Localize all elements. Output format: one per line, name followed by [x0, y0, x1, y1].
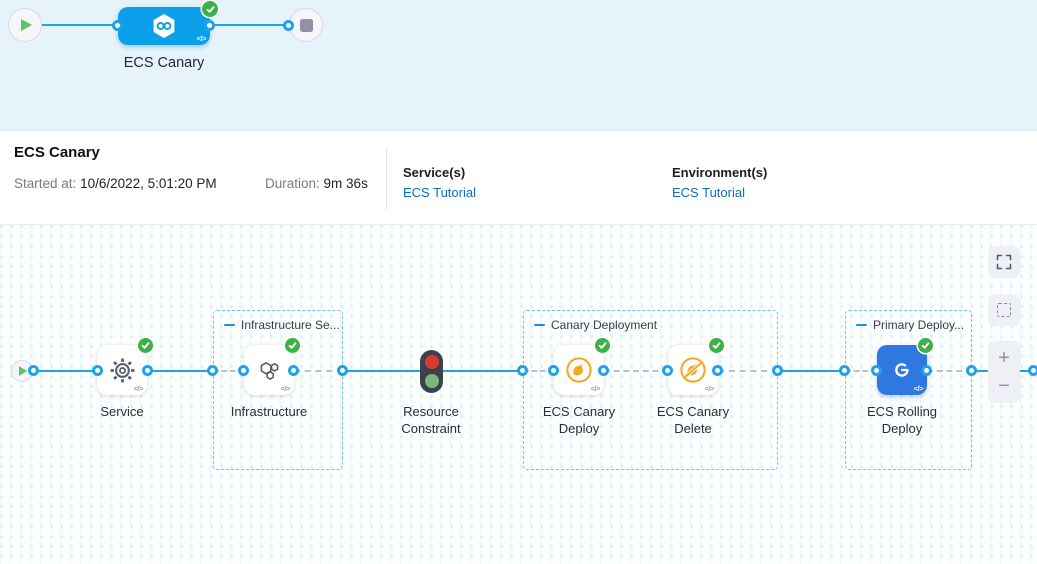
- zoom-controls: + −: [988, 341, 1020, 403]
- duration-label: Duration:: [265, 176, 320, 191]
- group-title-label: Infrastructure Se...: [241, 318, 340, 332]
- connector-point: [112, 20, 123, 31]
- connector-point: [871, 365, 882, 376]
- edge-line: [443, 370, 523, 372]
- node-ecs-canary-deploy[interactable]: </>: [554, 345, 604, 395]
- node-label: Resource Constraint: [386, 403, 476, 437]
- infrastructure-icon: [256, 357, 283, 384]
- connector-point: [921, 365, 932, 376]
- harness-pipeline-icon: [149, 11, 179, 41]
- code-view-icon: </>: [914, 384, 923, 393]
- started-at-label: Started at:: [14, 176, 76, 191]
- node-ecs-rolling-deploy[interactable]: </>: [877, 345, 927, 395]
- connector-point: [288, 365, 299, 376]
- success-badge-icon: [202, 1, 218, 17]
- node-label: ECS Canary Deploy: [534, 403, 624, 437]
- green-light-icon: [425, 374, 439, 388]
- collapse-group-icon[interactable]: [856, 324, 867, 327]
- connector-point: [662, 365, 673, 376]
- connector-point: [772, 365, 783, 376]
- connector-point: [337, 365, 348, 376]
- execution-title: ECS Canary: [14, 144, 100, 161]
- canary-delete-icon: [679, 356, 707, 384]
- ecs-rolling-icon: [889, 357, 915, 383]
- fullscreen-button[interactable]: [988, 246, 1020, 278]
- play-icon: [21, 19, 32, 31]
- connector-point: [204, 20, 215, 31]
- connector-point: [598, 365, 609, 376]
- zoom-out-button[interactable]: −: [988, 376, 1020, 396]
- services-link[interactable]: ECS Tutorial: [403, 185, 476, 200]
- connector-point: [517, 365, 528, 376]
- code-view-icon: </>: [281, 384, 290, 393]
- started-at-value: 10/6/2022, 5:01:20 PM: [80, 176, 217, 191]
- edge-line: [42, 24, 118, 26]
- edge-line: [343, 370, 421, 372]
- stage-graph-strip: </> ECS Canary: [0, 0, 1037, 131]
- connector-point: [283, 20, 294, 31]
- success-badge-icon: [595, 338, 610, 353]
- stage-node-label: ECS Canary: [114, 55, 214, 71]
- duration-value: 9m 36s: [324, 176, 368, 191]
- connector-point: [1028, 365, 1037, 376]
- edge-line: [210, 24, 289, 26]
- zoom-in-button[interactable]: +: [988, 348, 1020, 368]
- canary-deploy-icon: [565, 356, 593, 384]
- code-view-icon: </>: [591, 384, 600, 393]
- code-view-icon: </>: [705, 384, 714, 393]
- stage-node-ecs-canary[interactable]: </>: [118, 7, 210, 45]
- node-ecs-canary-delete[interactable]: </>: [668, 345, 718, 395]
- node-label: Infrastructure: [219, 403, 319, 420]
- pipeline-start-button[interactable]: [8, 8, 42, 42]
- red-light-icon: [425, 355, 439, 369]
- connector-point: [238, 365, 249, 376]
- success-badge-icon: [138, 338, 153, 353]
- environments-block: Environment(s) ECS Tutorial: [672, 165, 767, 200]
- collapse-group-icon[interactable]: [224, 324, 235, 327]
- connector-point: [142, 365, 153, 376]
- connector-point: [548, 365, 559, 376]
- connector-point: [966, 365, 977, 376]
- success-badge-icon: [709, 338, 724, 353]
- node-label: ECS Rolling Deploy: [857, 403, 947, 437]
- connector-point: [207, 365, 218, 376]
- connector-point: [28, 365, 39, 376]
- services-label: Service(s): [403, 165, 476, 180]
- services-block: Service(s) ECS Tutorial: [403, 165, 476, 200]
- code-view-icon: </>: [197, 34, 206, 43]
- collapse-group-icon[interactable]: [534, 324, 545, 327]
- connector-point: [92, 365, 103, 376]
- node-label: ECS Canary Delete: [648, 403, 738, 437]
- code-view-icon: </>: [134, 384, 143, 393]
- edge-line: [33, 370, 98, 372]
- fullscreen-icon: [996, 254, 1012, 270]
- environments-label: Environment(s): [672, 165, 767, 180]
- connector-point: [712, 365, 723, 376]
- success-badge-icon: [918, 338, 933, 353]
- success-badge-icon: [285, 338, 300, 353]
- execution-info-bar: ECS Canary Started at: 10/6/2022, 5:01:2…: [0, 132, 1037, 225]
- edge-line: [778, 370, 845, 372]
- marquee-select-icon: [997, 303, 1011, 317]
- environments-link[interactable]: ECS Tutorial: [672, 185, 767, 200]
- group-title-label: Canary Deployment: [551, 318, 657, 332]
- marquee-select-button[interactable]: [988, 294, 1020, 326]
- node-label: Service: [72, 403, 172, 420]
- started-at: Started at: 10/6/2022, 5:01:20 PM: [14, 176, 217, 191]
- group-title-label: Primary Deploy...: [873, 318, 964, 332]
- pipeline-stop-button[interactable]: [289, 8, 323, 42]
- edge-line: [147, 370, 213, 372]
- node-resource-constraint[interactable]: [420, 350, 443, 393]
- play-icon: [19, 366, 27, 376]
- node-infrastructure[interactable]: </>: [244, 345, 294, 395]
- stop-icon: [300, 19, 313, 32]
- node-service[interactable]: </>: [97, 345, 147, 395]
- gear-icon: [109, 357, 136, 384]
- connector-point: [839, 365, 850, 376]
- divider: [386, 148, 387, 210]
- duration: Duration: 9m 36s: [265, 176, 368, 191]
- execution-graph-canvas[interactable]: Infrastructure Se... Canary Deployment P…: [0, 225, 1037, 564]
